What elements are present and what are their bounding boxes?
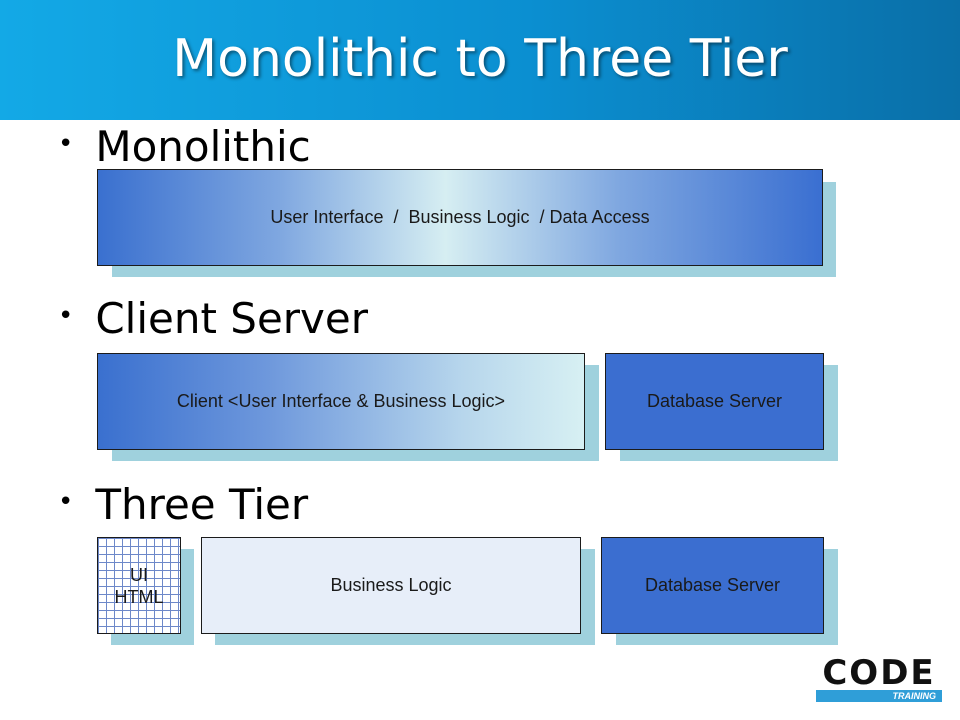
- database-server-label: Database Server: [646, 391, 783, 411]
- slide-title: Monolithic to Three Tier: [172, 29, 788, 89]
- bullet-label: Monolithic: [95, 122, 311, 171]
- bullet-client-server: • Client Server: [58, 294, 368, 347]
- monolithic-box-label: User Interface / Business Logic / Data A…: [270, 207, 650, 227]
- bullet-dot-icon: •: [58, 300, 74, 331]
- monolithic-box: User Interface / Business Logic / Data A…: [97, 169, 823, 266]
- logo-sub-text: TRAINING: [892, 691, 937, 701]
- client-box: Client <User Interface & Business Logic>: [97, 353, 585, 450]
- database-server-label: Database Server: [644, 575, 781, 595]
- ui-html-box: UI HTML: [97, 537, 181, 634]
- client-box-label: Client <User Interface & Business Logic>: [176, 391, 506, 411]
- bullet-label: Client Server: [95, 294, 369, 343]
- bullet-monolithic: • Monolithic: [58, 122, 311, 175]
- database-server-box: Database Server: [605, 353, 824, 450]
- bullet-dot-icon: •: [58, 486, 74, 517]
- business-logic-box: Business Logic: [201, 537, 581, 634]
- code-training-logo: CODE TRAINING: [816, 656, 942, 706]
- bullet-dot-icon: •: [58, 128, 74, 159]
- logo-sub-bar: TRAINING: [816, 690, 942, 702]
- bullet-label: Three Tier: [95, 480, 309, 529]
- business-logic-label: Business Logic: [330, 575, 452, 595]
- html-label: HTML: [114, 586, 164, 607]
- bullet-three-tier: • Three Tier: [58, 480, 308, 533]
- database-server-box-tier: Database Server: [601, 537, 824, 634]
- ui-label: UI: [130, 564, 148, 585]
- logo-main-text: CODE: [822, 653, 936, 693]
- title-banner: [0, 0, 960, 120]
